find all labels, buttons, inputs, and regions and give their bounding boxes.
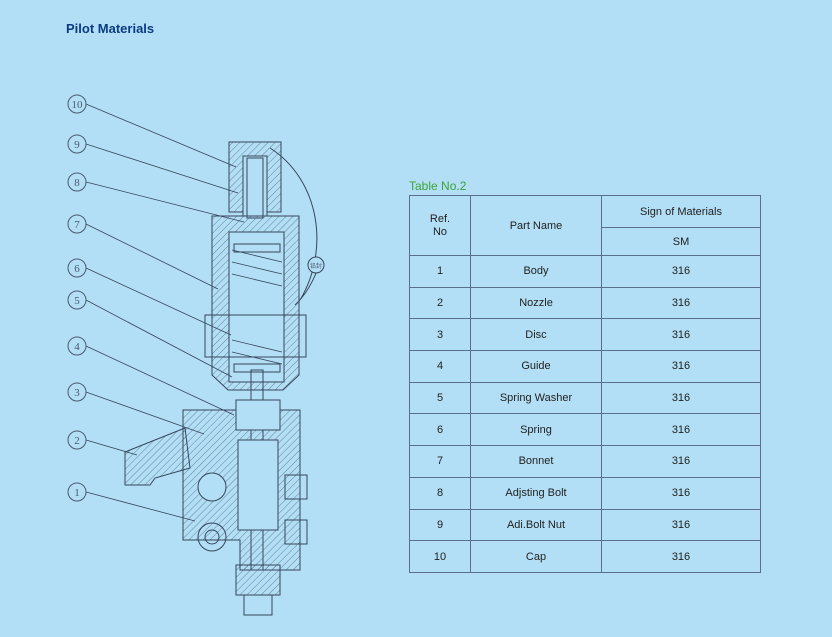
seal-tag-text: 铅封 bbox=[310, 262, 322, 270]
header-part-name: Part Name bbox=[470, 195, 602, 256]
material-cell: 316 bbox=[601, 318, 761, 352]
callout-5: 5 bbox=[74, 295, 80, 307]
ref-cell: 1 bbox=[409, 255, 471, 288]
callout-10: 10 bbox=[72, 99, 84, 111]
material-cell: 316 bbox=[601, 255, 761, 288]
ref-cell: 6 bbox=[409, 413, 471, 447]
ref-cell: 2 bbox=[409, 286, 471, 320]
material-cell: 316 bbox=[601, 508, 761, 542]
part-cell: Cap bbox=[470, 540, 602, 573]
material-cell: 316 bbox=[601, 413, 761, 447]
callout-6: 6 bbox=[74, 263, 80, 275]
material-cell: 316 bbox=[601, 286, 761, 320]
part-cell: Spring bbox=[470, 413, 602, 447]
material-cell: 316 bbox=[601, 445, 761, 478]
part-cell: Nozzle bbox=[470, 286, 602, 320]
part-cell: Adi.Bolt Nut bbox=[470, 508, 602, 542]
ref-cell: 5 bbox=[409, 381, 471, 415]
header-sign-of-materials: Sign of Materials bbox=[601, 195, 761, 228]
header-ref-no: Ref. No bbox=[409, 195, 471, 256]
pilot-valve-drawing: 10 9 8 7 6 5 4 3 2 1 铅封 bbox=[67, 94, 325, 616]
material-cell: 316 bbox=[601, 381, 761, 415]
ref-cell: 10 bbox=[409, 540, 471, 573]
callout-8: 8 bbox=[74, 177, 80, 189]
part-cell: Spring Washer bbox=[470, 381, 602, 415]
part-cell: Bonnet bbox=[470, 445, 602, 478]
part-cell: Guide bbox=[470, 350, 602, 383]
material-cell: 316 bbox=[601, 540, 761, 573]
callout-3: 3 bbox=[74, 387, 80, 399]
ref-cell: 9 bbox=[409, 508, 471, 542]
ref-cell: 7 bbox=[409, 445, 471, 478]
part-cell: Disc bbox=[470, 318, 602, 352]
page-title: Pilot Materials bbox=[66, 21, 155, 36]
callout-7: 7 bbox=[74, 219, 80, 231]
material-cell: 316 bbox=[601, 476, 761, 510]
ref-cell: 8 bbox=[409, 476, 471, 510]
materials-table: Ref. No Part Name Sign of Materials SM 1… bbox=[409, 195, 761, 573]
part-cell: Adjsting Bolt bbox=[470, 476, 602, 510]
ref-cell: 3 bbox=[409, 318, 471, 352]
ref-cell: 4 bbox=[409, 350, 471, 383]
callout-9: 9 bbox=[74, 139, 80, 151]
header-sm: SM bbox=[601, 227, 761, 256]
callout-4: 4 bbox=[74, 341, 80, 353]
callout-2: 2 bbox=[74, 435, 80, 447]
part-cell: Body bbox=[470, 255, 602, 288]
material-cell: 316 bbox=[601, 350, 761, 383]
table-caption: Table No.2 bbox=[409, 179, 467, 193]
callout-1: 1 bbox=[74, 487, 80, 499]
